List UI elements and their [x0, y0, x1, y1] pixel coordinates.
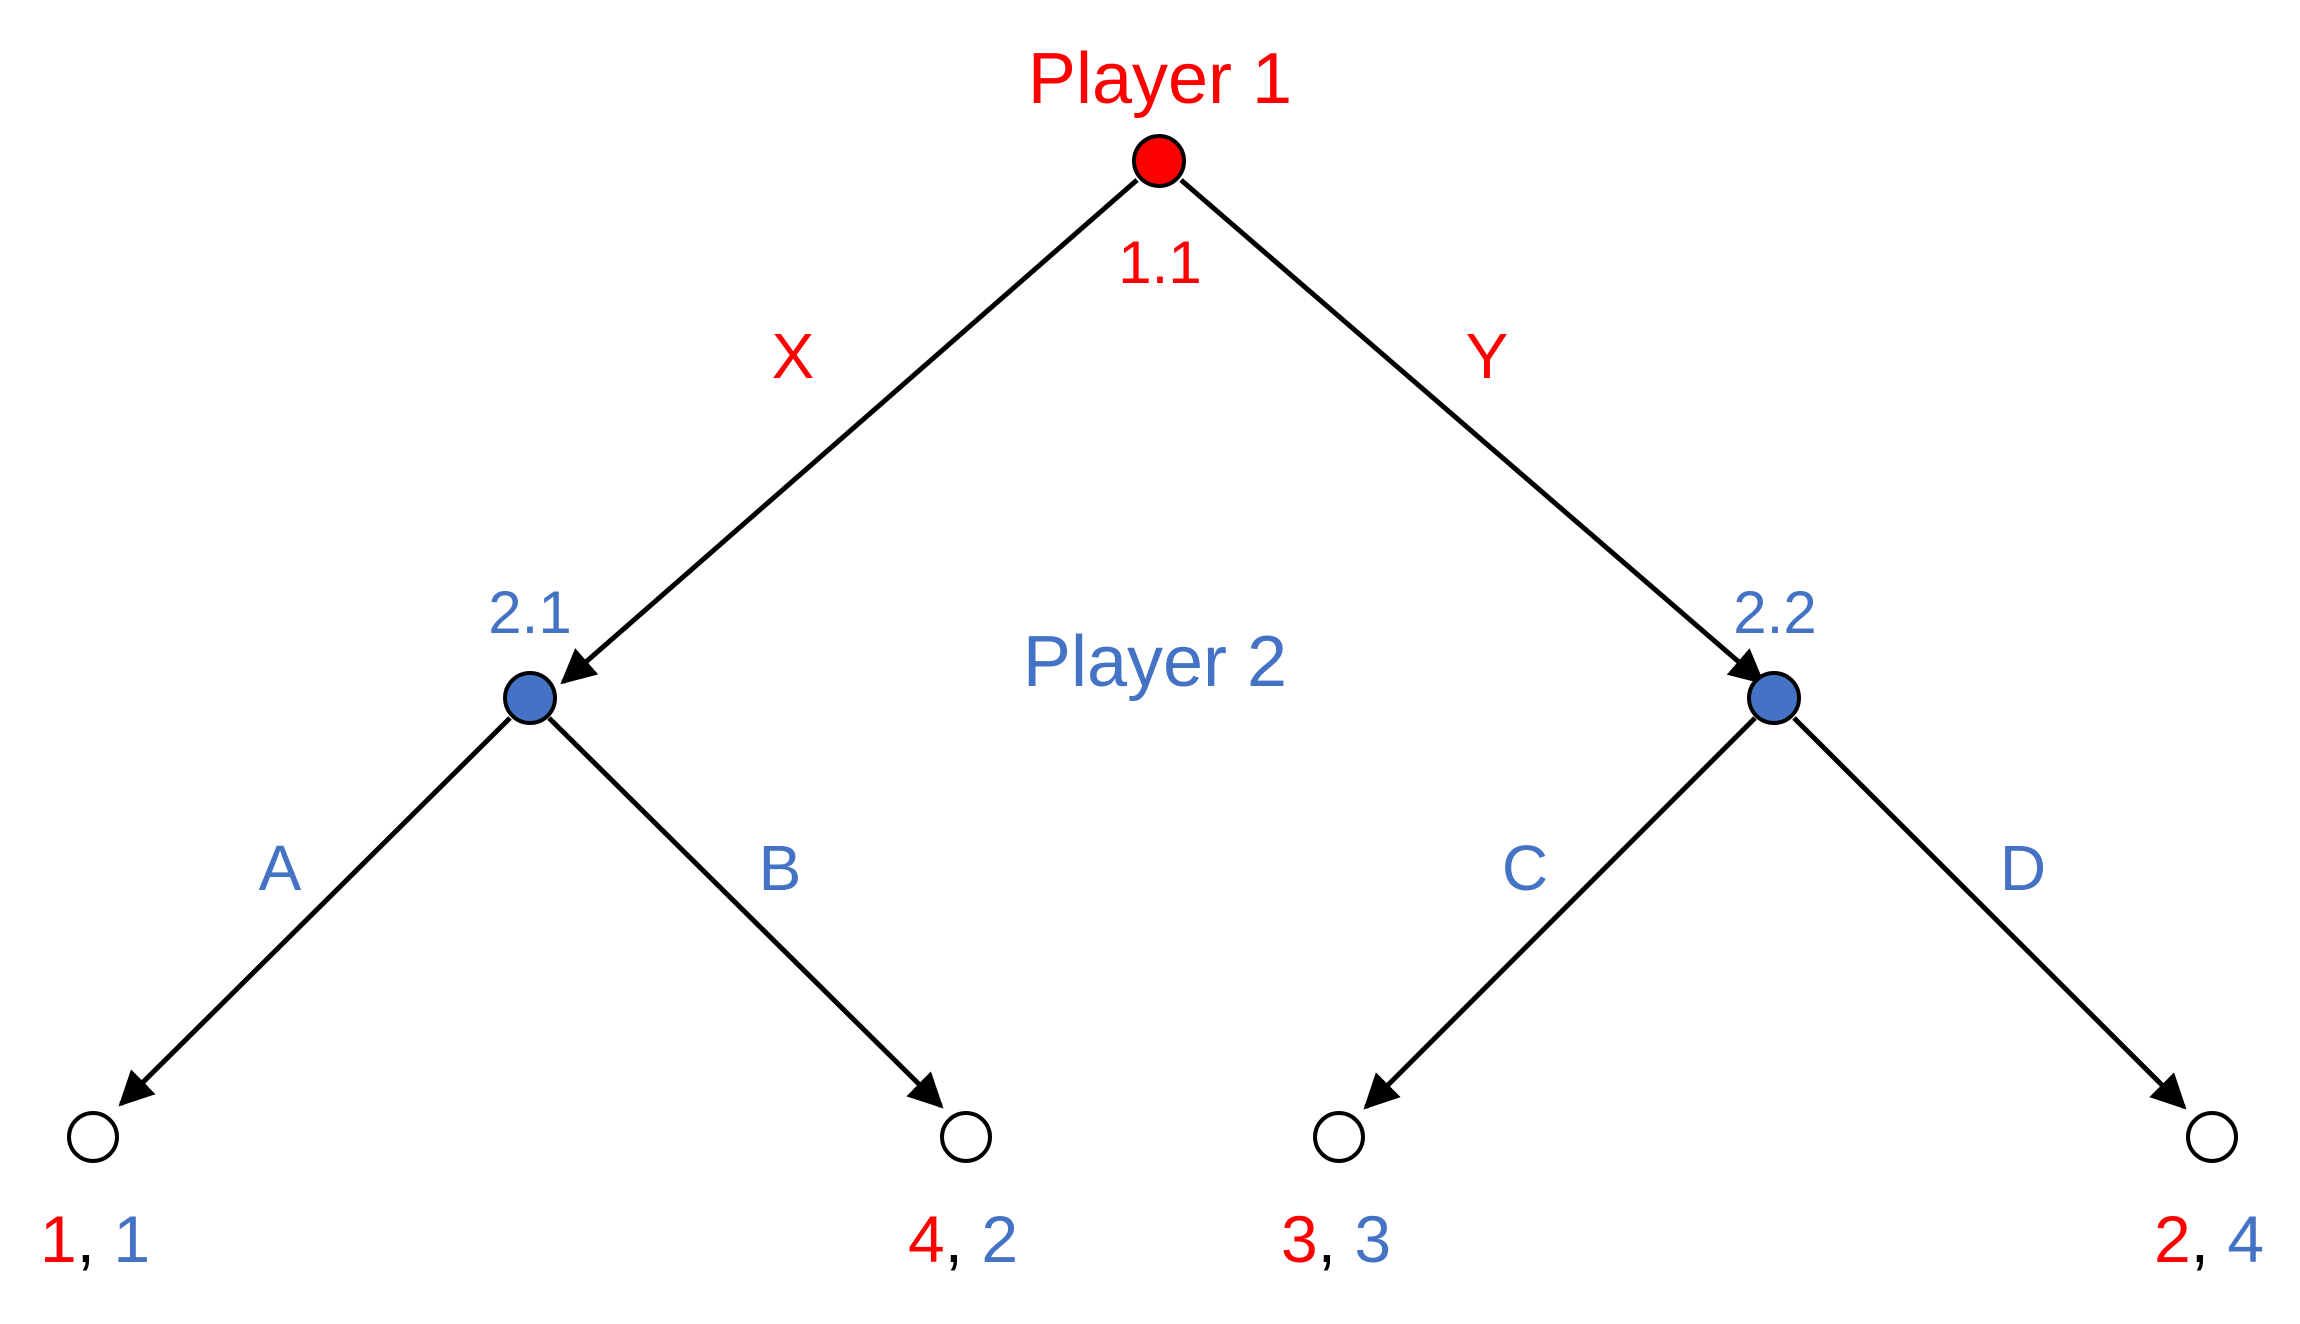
- payoff-3-p1: 3: [1281, 1202, 1318, 1276]
- node-root-id: 1.1: [1118, 229, 1201, 296]
- edge-d: [1792, 716, 2187, 1110]
- move-label-a: A: [259, 832, 302, 904]
- payoff-2-sep: ,: [945, 1202, 963, 1276]
- payoff-1-p1: 1: [40, 1202, 77, 1276]
- player1-label: Player 1: [1028, 39, 1292, 119]
- node-left-id: 2.1: [488, 579, 571, 646]
- terminal-node-3: [1313, 1111, 1365, 1163]
- player2-label: Player 2: [1023, 622, 1287, 702]
- edge-x: [560, 178, 1139, 685]
- node-left: [503, 671, 557, 725]
- move-label-c: C: [1502, 832, 1548, 904]
- move-label-y: Y: [1466, 320, 1509, 392]
- payoff-4: 2, 4: [2154, 1202, 2264, 1276]
- edge-a: [118, 716, 512, 1107]
- terminal-node-2: [940, 1111, 992, 1163]
- edge-y: [1179, 178, 1765, 685]
- node-right-id: 2.2: [1733, 579, 1816, 646]
- payoff-1-sep: ,: [77, 1202, 95, 1276]
- edge-b: [547, 716, 944, 1109]
- payoff-4-p2: 4: [2227, 1202, 2264, 1276]
- payoff-1: 1, 1: [40, 1202, 150, 1276]
- terminal-node-1: [67, 1111, 119, 1163]
- move-label-d: D: [2000, 832, 2046, 904]
- payoff-1-p2: 1: [113, 1202, 150, 1276]
- node-root: [1132, 134, 1186, 188]
- move-label-x: X: [772, 320, 815, 392]
- payoff-2-p1: 4: [908, 1202, 945, 1276]
- payoff-4-sep: ,: [2191, 1202, 2209, 1276]
- payoff-3-sep: ,: [1318, 1202, 1336, 1276]
- payoff-3: 3, 3: [1281, 1202, 1391, 1276]
- edge-c: [1363, 716, 1757, 1110]
- payoff-2-p2: 2: [981, 1202, 1018, 1276]
- payoff-3-p2: 3: [1354, 1202, 1391, 1276]
- payoff-2: 4, 2: [908, 1202, 1018, 1276]
- node-right: [1747, 671, 1801, 725]
- move-label-b: B: [759, 832, 802, 904]
- terminal-node-4: [2186, 1111, 2238, 1163]
- payoff-4-p1: 2: [2154, 1202, 2191, 1276]
